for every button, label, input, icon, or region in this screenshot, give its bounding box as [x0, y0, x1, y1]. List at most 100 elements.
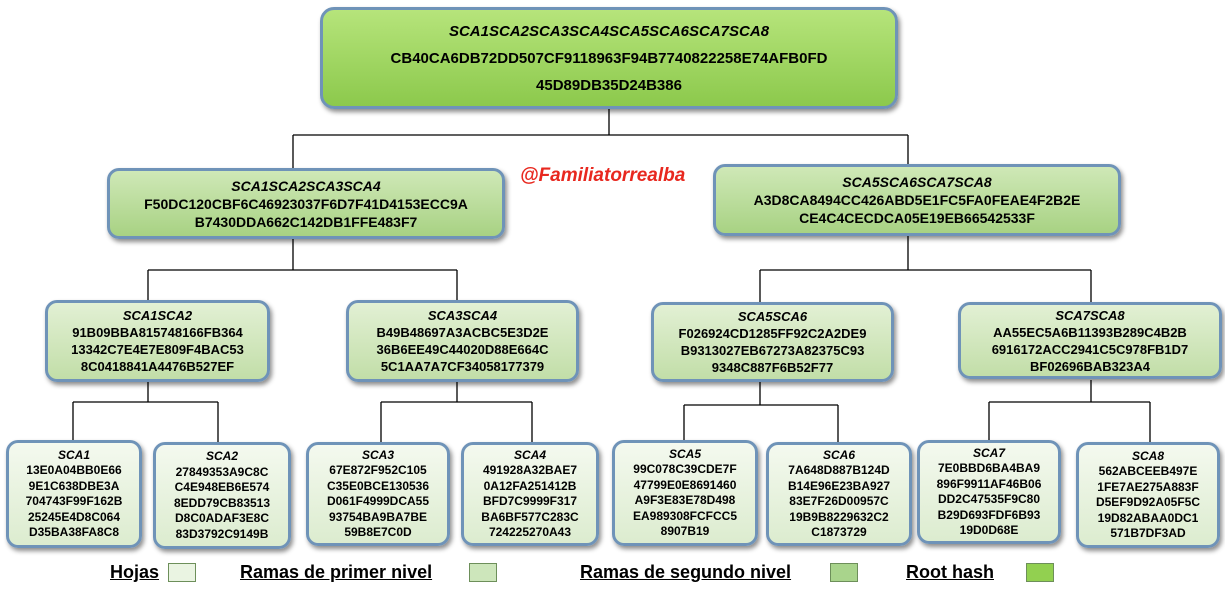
node-hash-line: 9348C887F6B52F77	[711, 360, 834, 375]
node-hash-line: 7A648D887B124D	[788, 463, 890, 477]
branch-l1-sca3-sca4: SCA3SCA4 B49B48697A3ACBC5E3D2E 36B6EE49C…	[346, 300, 579, 382]
node-hash-line: 25245E4D8C064	[27, 509, 121, 524]
node-hash-line: 13342C7E4E7E809F4BAC53	[71, 342, 244, 357]
node-hash-line: 562ABCEEB497E	[1098, 464, 1198, 478]
node-hash-line: C4E948EB6E574	[174, 480, 270, 494]
node-title: SCA1	[57, 447, 90, 462]
leaf-sca4: SCA4 491928A32BAE7 0A12FA251412B BFD7C99…	[461, 442, 599, 546]
node-hash-line: 99C078C39CDE7F	[633, 462, 737, 476]
root-hash-node: SCA1SCA2SCA3SCA4SCA5SCA6SCA7SCA8 CB40CA6…	[320, 7, 898, 109]
node-hash-line: 47799E0E8691460	[633, 477, 737, 492]
legend-swatch-primer-nivel	[469, 563, 497, 582]
leaf-sca5: SCA5 99C078C39CDE7F 47799E0E8691460 A9F3…	[612, 440, 758, 546]
node-hash-line: 13E0A04BB0E66	[26, 463, 122, 477]
branch-l1-sca1-sca2: SCA1SCA2 91B09BBA815748166FB364 13342C7E…	[45, 300, 270, 382]
node-hash-line: 8C0418841A4476B527EF	[80, 359, 235, 374]
branch-l1-sca5-sca6: SCA5SCA6 F026924CD1285FF92C2A2DE9 B93130…	[651, 302, 894, 382]
node-hash-line: BF02696BAB323A4	[1030, 358, 1150, 374]
node-hash-line: C1873729	[811, 525, 867, 539]
node-hash-line: BA6BF577C283C	[481, 509, 579, 524]
node-hash-line: 83D3792C9149B	[175, 526, 269, 541]
node-hash-line: F50DC120CBF6C46923037F6D7F41D4153ECC9A	[144, 195, 468, 212]
leaf-sca1: SCA1 13E0A04BB0E66 9E1C638DBE3A 704743F9…	[6, 440, 142, 548]
connector-l1-3	[683, 382, 839, 442]
node-hash-line: 0A12FA251412B	[483, 478, 577, 493]
node-title: SCA6	[822, 447, 855, 462]
node-title: SCA5SCA6	[737, 309, 808, 324]
node-title: SCA3SCA4	[427, 308, 498, 323]
node-hash-line: B49B48697A3ACBC5E3D2E	[376, 325, 549, 340]
node-title: SCA2	[205, 449, 238, 463]
node-title: SCA5SCA6SCA7SCA8	[842, 174, 992, 190]
node-title: SCA5	[668, 446, 701, 461]
node-title: SCA4	[513, 447, 546, 462]
node-hash-line: 8EDD79CB83513	[173, 495, 271, 510]
node-hash-line: 9E1C638DBE3A	[28, 478, 120, 493]
node-hash-line: BFD7C9999F317	[482, 494, 578, 508]
node-hash-line: 45D89DB35D24B386	[536, 76, 682, 94]
node-hash-line: B7430DDA662C142DB1FFE483F7	[194, 213, 418, 230]
node-hash-line: D35BA38FA8C8	[28, 525, 120, 539]
node-hash-line: 704743F99F162B	[25, 494, 123, 508]
branch-l2-sca1-sca4: SCA1SCA2SCA3SCA4 F50DC120CBF6C46923037F6…	[107, 168, 505, 239]
node-hash-line: F026924CD1285FF92C2A2DE9	[678, 326, 867, 341]
node-title: SCA1SCA2	[122, 308, 193, 323]
node-hash-line: 19B9B8229632C2	[789, 509, 889, 524]
node-title: SCA3	[361, 447, 394, 462]
connector-l2-right	[759, 235, 1092, 302]
node-hash-line: 19D0D68E	[959, 523, 1019, 537]
legend-label-root-hash: Root hash	[906, 562, 994, 582]
node-hash-line: AA55EC5A6B11393B289C4B2B	[993, 324, 1187, 340]
node-hash-line: 6916172ACC2941C5C978FB1D7	[991, 341, 1189, 357]
node-hash-line: CB40CA6DB72DD507CF9118963F94B7740822258E…	[390, 49, 828, 67]
leaf-sca2: SCA2 27849353A9C8C C4E948EB6E574 8EDD79C…	[153, 442, 291, 549]
legend-label-segundo-nivel: Ramas de segundo nivel	[580, 562, 792, 582]
legend-swatch-root-hash	[1026, 563, 1054, 582]
node-hash-line: D8C0ADAF3E8C	[174, 511, 270, 525]
node-hash-line: 571B7DF3AD	[1110, 526, 1186, 540]
leaf-sca7: SCA7 7E0BBD6BA4BA9 896F9911AF46B06 DD2C4…	[917, 440, 1061, 544]
leaf-sca3: SCA3 67E872F952C105 C35E0BCE130536 D061F…	[306, 442, 450, 546]
connector-l1-4	[988, 380, 1151, 442]
node-hash-line: C35E0BCE130536	[326, 478, 430, 493]
node-hash-line: 91B09BBA815748166FB364	[72, 325, 243, 340]
node-hash-line: B9313027EB67273A82375C93	[680, 343, 865, 358]
node-title: SCA7	[972, 445, 1005, 460]
branch-l2-sca5-sca8: SCA5SCA6SCA7SCA8 A3D8CA8494CC426ABD5E1FC…	[713, 164, 1121, 236]
connector-l1-1	[72, 382, 219, 442]
node-hash-line: 59B8E7C0D	[344, 525, 412, 539]
connector-root	[292, 108, 909, 168]
node-hash-line: 36B6EE49C44020D88E664C	[376, 342, 549, 357]
node-hash-line: B14E96E23BA927	[787, 478, 891, 493]
node-hash-line: 724225270A43	[488, 525, 572, 539]
node-hash-line: 896F9911AF46B06	[936, 476, 1042, 491]
watermark: @Familiatorrealba	[520, 165, 686, 186]
node-hash-line: D061F4999DCA55	[326, 494, 430, 508]
node-hash-line: 93754BA9BA7BE	[328, 509, 428, 524]
node-hash-line: 1FE7AE275A883F	[1097, 479, 1199, 494]
legend-swatch-hojas	[168, 563, 196, 582]
legend-swatch-segundo-nivel	[830, 563, 858, 582]
node-hash-line: 67E872F952C105	[329, 463, 427, 477]
legend-label-primer-nivel: Ramas de primer nivel	[240, 562, 433, 582]
node-hash-line: 491928A32BAE7	[482, 463, 578, 477]
leaf-sca8: SCA8 562ABCEEB497E 1FE7AE275A883F D5EF9D…	[1076, 442, 1220, 548]
node-hash-line: A3D8CA8494CC426ABD5E1FC5FA0FEAE4F2B2E	[753, 192, 1081, 208]
node-hash-line: EA989308FCFCC5	[632, 508, 738, 523]
node-hash-line: 27849353A9C8C	[175, 464, 269, 479]
branch-l1-sca7-sca8: SCA7SCA8 AA55EC5A6B11393B289C4B2B 691617…	[958, 302, 1222, 379]
node-hash-line: 19D82ABAA0DC1	[1097, 510, 1199, 525]
connector-l1-2	[380, 382, 533, 442]
node-title: SCA1SCA2SCA3SCA4SCA5SCA6SCA7SCA8	[448, 22, 770, 40]
node-hash-line: 83E7F26D00957C	[789, 494, 889, 508]
node-hash-line: 7E0BBD6BA4BA9	[937, 461, 1041, 475]
node-hash-line: CE4C4CECDCA05E19EB66542533F	[799, 210, 1035, 226]
node-hash-line: DD2C47535F9C80	[937, 492, 1041, 506]
node-title: SCA8	[1131, 448, 1164, 463]
node-hash-line: A9F3E83E78D498	[634, 493, 736, 507]
node-hash-line: D5EF9D92A05F5C	[1095, 495, 1201, 509]
node-title: SCA7SCA8	[1055, 307, 1125, 323]
node-hash-line: B29D693FDF6B93	[937, 507, 1041, 522]
connector-l2-left	[147, 238, 458, 300]
